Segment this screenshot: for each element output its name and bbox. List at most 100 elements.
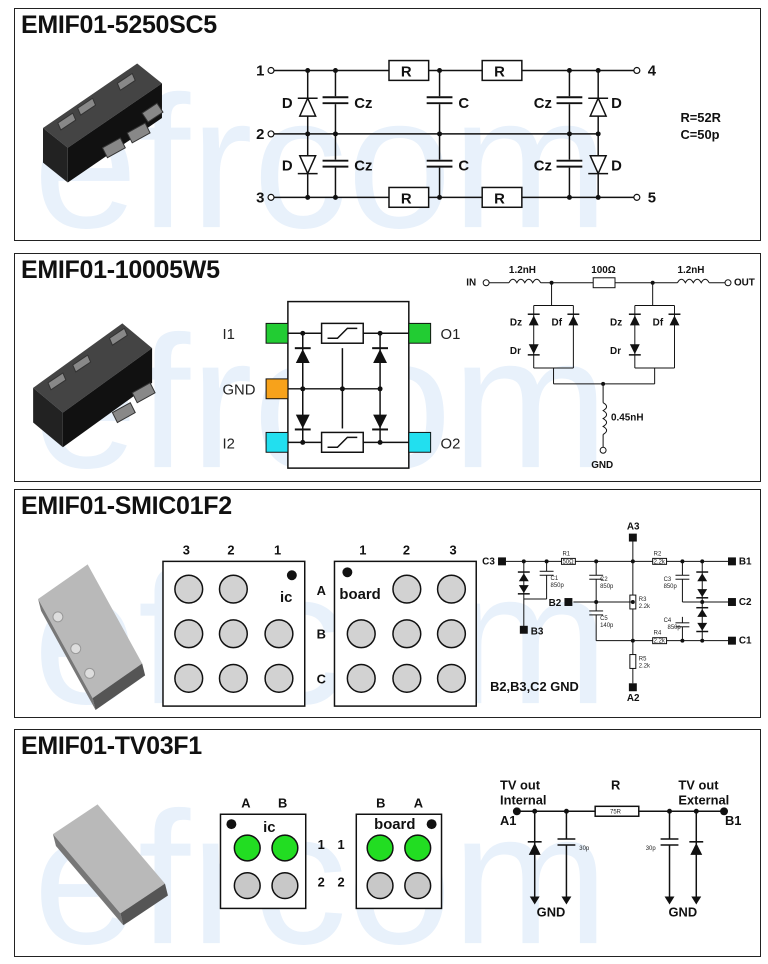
node-b1: B1 <box>725 813 741 828</box>
dr-label: Dr <box>510 346 521 357</box>
board-row-label: C <box>317 671 326 686</box>
panel-emif01-10005w5: efrcom <box>14 253 761 482</box>
ic-ball-idle <box>233 871 261 900</box>
c2-label: C2 <box>600 577 608 583</box>
gnd-label: GND <box>537 904 566 919</box>
zener-cap-label: Cz <box>534 159 552 175</box>
w5-package-image <box>33 323 156 448</box>
c4-value: 850p <box>668 625 682 631</box>
ic-col-label: 1 <box>274 542 281 557</box>
pin-i1-label: I1 <box>222 327 234 343</box>
ic-row-label: 1 <box>318 837 325 852</box>
node-a2: A2 <box>627 693 640 704</box>
panel-emif01-tv03f1: efrcom A B ic 1 2 B A board 1 2 <box>14 729 761 957</box>
dz-label: Dz <box>610 317 622 328</box>
c5-value: 140p <box>600 623 614 629</box>
board-ball-idle <box>404 871 432 900</box>
r4-value: 2.2k <box>654 639 665 645</box>
ic-col-label: A <box>241 795 250 810</box>
diode-label: D <box>282 159 293 175</box>
diode-label: D <box>611 96 622 112</box>
zener-cap-label: Cz <box>354 96 372 112</box>
pin-i2-label: I2 <box>222 436 234 452</box>
r5-value: 2.2k <box>639 663 650 669</box>
panel-emif01-5250sc5: efrcom <box>14 8 761 241</box>
r5-label: R5 <box>639 656 647 662</box>
capacitor-label: C <box>458 159 469 175</box>
resistor-label: R <box>494 191 505 207</box>
pin-o2-label: O2 <box>441 436 461 452</box>
board-label: board <box>374 817 415 833</box>
pin-1-label: 1 <box>256 63 264 79</box>
ic-ball-idle <box>271 871 299 900</box>
ic-ball-active <box>233 834 261 862</box>
zener-cap-label: Cz <box>534 96 552 112</box>
board-ball-idle <box>366 871 394 900</box>
out-label: OUT <box>734 278 755 289</box>
c1-value: 850p <box>551 583 565 589</box>
param-r: R=52R <box>680 110 721 125</box>
resistor-label: R <box>494 64 505 80</box>
board-col-label: B <box>376 795 385 810</box>
node-a1: A1 <box>500 813 516 828</box>
in-label: IN <box>466 278 476 289</box>
r1-value: 50Ω <box>562 559 574 565</box>
r2-label: R2 <box>654 551 662 557</box>
ic-row-label: 2 <box>318 875 325 890</box>
resistor-r1 <box>388 59 430 82</box>
pin-3-label: 3 <box>256 190 264 206</box>
resistor-label: R <box>611 777 621 792</box>
tv-schematic-marks <box>512 807 728 905</box>
smic-schematic <box>505 538 729 684</box>
c5-label: C5 <box>600 616 608 622</box>
board-ball-active <box>366 834 394 862</box>
l-gnd-label: 0.45nH <box>611 413 643 424</box>
left-port-label: Internal <box>500 792 547 807</box>
schematic-diodes <box>527 280 681 386</box>
panel4-drawing: efrcom A B ic 1 2 B A board 1 2 <box>33 773 741 956</box>
diode-label: D <box>611 159 622 175</box>
pin-2-label: 2 <box>256 127 264 143</box>
pin1-marker <box>286 570 297 581</box>
c3-label: C3 <box>664 577 672 583</box>
board-col-label: 2 <box>403 542 410 557</box>
ic-ball-active <box>271 834 299 862</box>
emif-circuit <box>271 69 634 199</box>
board-balls <box>346 574 467 693</box>
ic-col-label: 2 <box>227 542 234 557</box>
panel-emif01-smic01f2: efrcom 3 2 1 ic 1 2 3 A B C board <box>14 489 761 718</box>
pin-gnd <box>265 378 289 400</box>
panel1-drawing: efrcom <box>33 56 722 240</box>
part-title: EMIF01-5250SC5 <box>21 11 217 39</box>
pin1-marker <box>226 819 237 830</box>
flipchip-package-image <box>52 804 168 926</box>
capacitors <box>322 96 583 168</box>
ic-label: ic <box>280 590 292 606</box>
gnd-label: GND <box>669 904 698 919</box>
board-col-label: 3 <box>449 542 456 557</box>
left-port-label: TV out <box>500 777 541 792</box>
board-row-label: A <box>317 583 326 598</box>
ic-col-label: B <box>278 795 287 810</box>
pin-o1-label: O1 <box>441 327 461 343</box>
sc5-package-image <box>42 63 164 183</box>
node-c1: C1 <box>739 636 752 647</box>
r3-label: R3 <box>639 597 647 603</box>
node-b2: B2 <box>549 598 562 609</box>
resistor-r2 <box>481 59 523 82</box>
pin1-marker <box>426 819 437 830</box>
board-ball-active <box>404 834 432 862</box>
node-a3: A3 <box>627 522 640 533</box>
right-port-label: TV out <box>678 777 719 792</box>
board-row-label: 2 <box>337 875 344 890</box>
part-title: EMIF01-SMIC01F2 <box>21 492 232 520</box>
l-in-label: 1.2nH <box>509 265 536 276</box>
board-col-label: A <box>414 795 423 810</box>
diode-label: D <box>282 96 293 112</box>
node-c3: C3 <box>482 556 495 567</box>
part-title: EMIF01-TV03F1 <box>21 732 202 760</box>
pin-gnd-label: GND <box>222 383 255 399</box>
r4-label: R4 <box>654 631 662 637</box>
zener-cap-label: Cz <box>354 159 372 175</box>
capacitor-label: C <box>458 96 469 112</box>
